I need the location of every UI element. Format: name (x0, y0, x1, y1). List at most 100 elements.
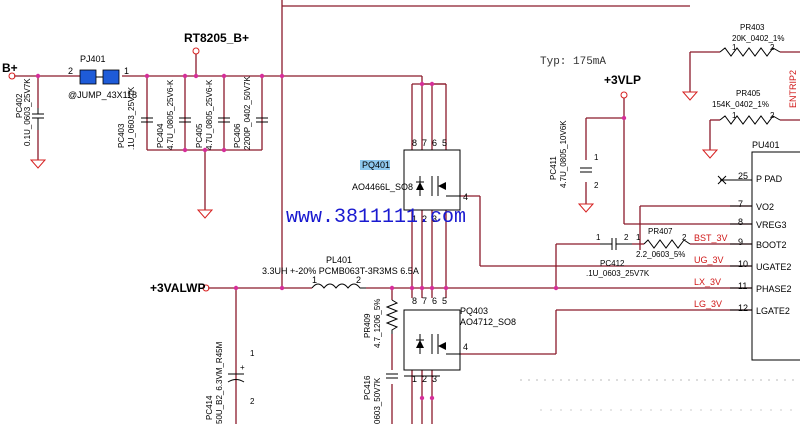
jumper-pad-right-icon (102, 69, 120, 85)
input-capacitors: PC403 .1U_0603_25V7K PC404 4.7U_0805_25V… (117, 75, 268, 219)
ic-pin-name: P PAD (756, 174, 783, 184)
ic-pin-name: VO2 (756, 202, 774, 212)
pu401-ref: PU401 (752, 140, 780, 150)
pr405-ref: PR405 (736, 89, 761, 98)
signal-ug: UG_3V (694, 255, 724, 265)
wires (14, 0, 800, 424)
ic-pin-number: 11 (738, 281, 747, 291)
pc404-value: 4.7U_0805_25V6-K (166, 79, 175, 150)
no-connect-icon (717, 175, 727, 185)
signal-labels: BST_3V UG_3V LX_3V LG_3V (694, 233, 728, 309)
ic-pin-number: 12 (738, 303, 748, 313)
svg-text:6: 6 (432, 296, 437, 306)
pc405-value: 4.7U_0805_25V6-K (205, 79, 214, 150)
net-3vlp: +3VLP (604, 73, 641, 87)
pc416-ref: PC416 (363, 375, 372, 400)
v3valwp-terminal-icon (202, 284, 210, 292)
pc414-value: 50U_B2_6.3VM_R45M (215, 341, 224, 424)
pj401-value: @JUMP_43X118 (68, 90, 137, 100)
pl401-pin1: 1 (312, 275, 317, 285)
svg-text:+: + (240, 363, 245, 372)
svg-text:2: 2 (594, 181, 599, 190)
signal-lg: LG_3V (694, 299, 722, 309)
pl401-value: 3.3UH +-20% PCMB063T-3R3MS 6.5A (262, 266, 419, 276)
svg-text:2: 2 (624, 233, 629, 242)
svg-text:4: 4 (463, 192, 468, 202)
ic-pin-number: 7 (738, 199, 743, 209)
svg-text:1: 1 (412, 214, 417, 224)
svg-text:2: 2 (770, 111, 775, 120)
svg-text:2: 2 (422, 374, 427, 384)
jumper-pad-left-icon (79, 69, 97, 85)
feedback-resistors: PR403 20K_0402_1% 1 2 PR405 154K_0402_1%… (681, 23, 798, 159)
pq401-value: AO4466L_SO8 (352, 182, 413, 192)
ic-pin-name: BOOT2 (756, 240, 787, 250)
svg-text:3: 3 (432, 374, 437, 384)
pj401-pin1: 1 (124, 66, 129, 76)
ic-pin-name: UGATE2 (756, 262, 791, 272)
resistor-zigzag-icon (719, 47, 781, 57)
bootstrap-network: 1 2 PC412 .1U_0603_25V7K 1 2 PR407 2.2_0… (586, 227, 691, 278)
pc411-capacitor: 1 2 PC411 4.7U_0805_10V6K (549, 120, 599, 213)
ic-body (751, 151, 800, 361)
resistor-zigzag-icon (385, 299, 399, 334)
inductor-coil-icon (311, 283, 366, 289)
signal-bst: BST_3V (694, 233, 728, 243)
svg-text:1: 1 (250, 349, 255, 358)
net-rt8205-b-plus: RT8205_B+ (184, 31, 249, 45)
ic-pin-name: PHASE2 (756, 284, 792, 294)
pq401-ref: PQ401 (362, 160, 390, 170)
svg-text:1: 1 (596, 233, 601, 242)
svg-text:2: 2 (770, 43, 775, 52)
pq403-value: AO4712_SO8 (460, 317, 516, 327)
ic-pin-name: LGATE2 (756, 306, 790, 316)
pq403-mosfet: PQ403 AO4712_SO8 4 8 7 6 5 1 2 3 (403, 296, 516, 384)
watermark-text: www.3811111.com (286, 206, 466, 229)
svg-text:1: 1 (732, 43, 737, 52)
svg-text:2: 2 (422, 214, 427, 224)
pc404-ref: PC404 (156, 123, 165, 148)
pj401-pin2: 2 (68, 66, 73, 76)
pr407-ref: PR407 (648, 227, 673, 236)
pc402-ref: PC402 (15, 93, 24, 118)
v3vlp-terminal-icon (620, 91, 628, 99)
typ-current-note: Typ: 175mA (540, 56, 606, 68)
b-plus-terminal-icon (8, 72, 16, 80)
pr409-value: 4.7_1206_5% (373, 299, 382, 348)
pc406-ref: PC406 (233, 123, 242, 148)
pc411-value: 4.7U_0805_10V6K (559, 120, 568, 188)
ground-icon (681, 91, 699, 101)
ic-pin-name: VREG3 (756, 220, 787, 230)
pc411-ref: PC411 (549, 156, 558, 180)
pr405-value: 154K_0402_1% (712, 100, 769, 109)
svg-text:2: 2 (250, 397, 255, 406)
net-b-plus: B+ (2, 61, 18, 75)
rt8205-terminal-icon (192, 47, 200, 55)
pc403-value: .1U_0603_25V7K (127, 86, 136, 150)
ground-icon (196, 209, 214, 219)
svg-text:4: 4 (463, 342, 468, 352)
pc402-value: 0.1U_0603_25V7K (23, 78, 32, 146)
pc412-ref: PC412 (600, 259, 625, 268)
ic-pin-number: 9 (738, 237, 743, 247)
pq401-mosfet: PQ401 AO4466L_SO8 4 8 7 6 5 1 2 3 (352, 138, 468, 224)
pc403-ref: PC403 (117, 123, 126, 148)
pl401-ref: PL401 (326, 255, 352, 265)
pl401-pin2: 2 (356, 275, 361, 285)
svg-text:6: 6 (432, 138, 437, 148)
resistor-zigzag-icon (719, 115, 781, 125)
pj401-ref: PJ401 (80, 54, 106, 64)
svg-text:7: 7 (422, 138, 427, 148)
ground-icon (701, 149, 719, 159)
svg-text:1: 1 (732, 111, 737, 120)
entrip2-label: ENTRIP2 (788, 70, 798, 108)
pl401-inductor: PL401 3.3UH +-20% PCMB063T-3R3MS 6.5A 1 … (262, 255, 419, 289)
svg-text:7: 7 (422, 296, 427, 306)
pr409-ref: PR409 (363, 313, 372, 338)
svg-text:3: 3 (432, 214, 437, 224)
svg-text:1: 1 (636, 233, 641, 242)
svg-text:1: 1 (594, 153, 599, 162)
pc414-ref: PC414 (205, 395, 214, 420)
